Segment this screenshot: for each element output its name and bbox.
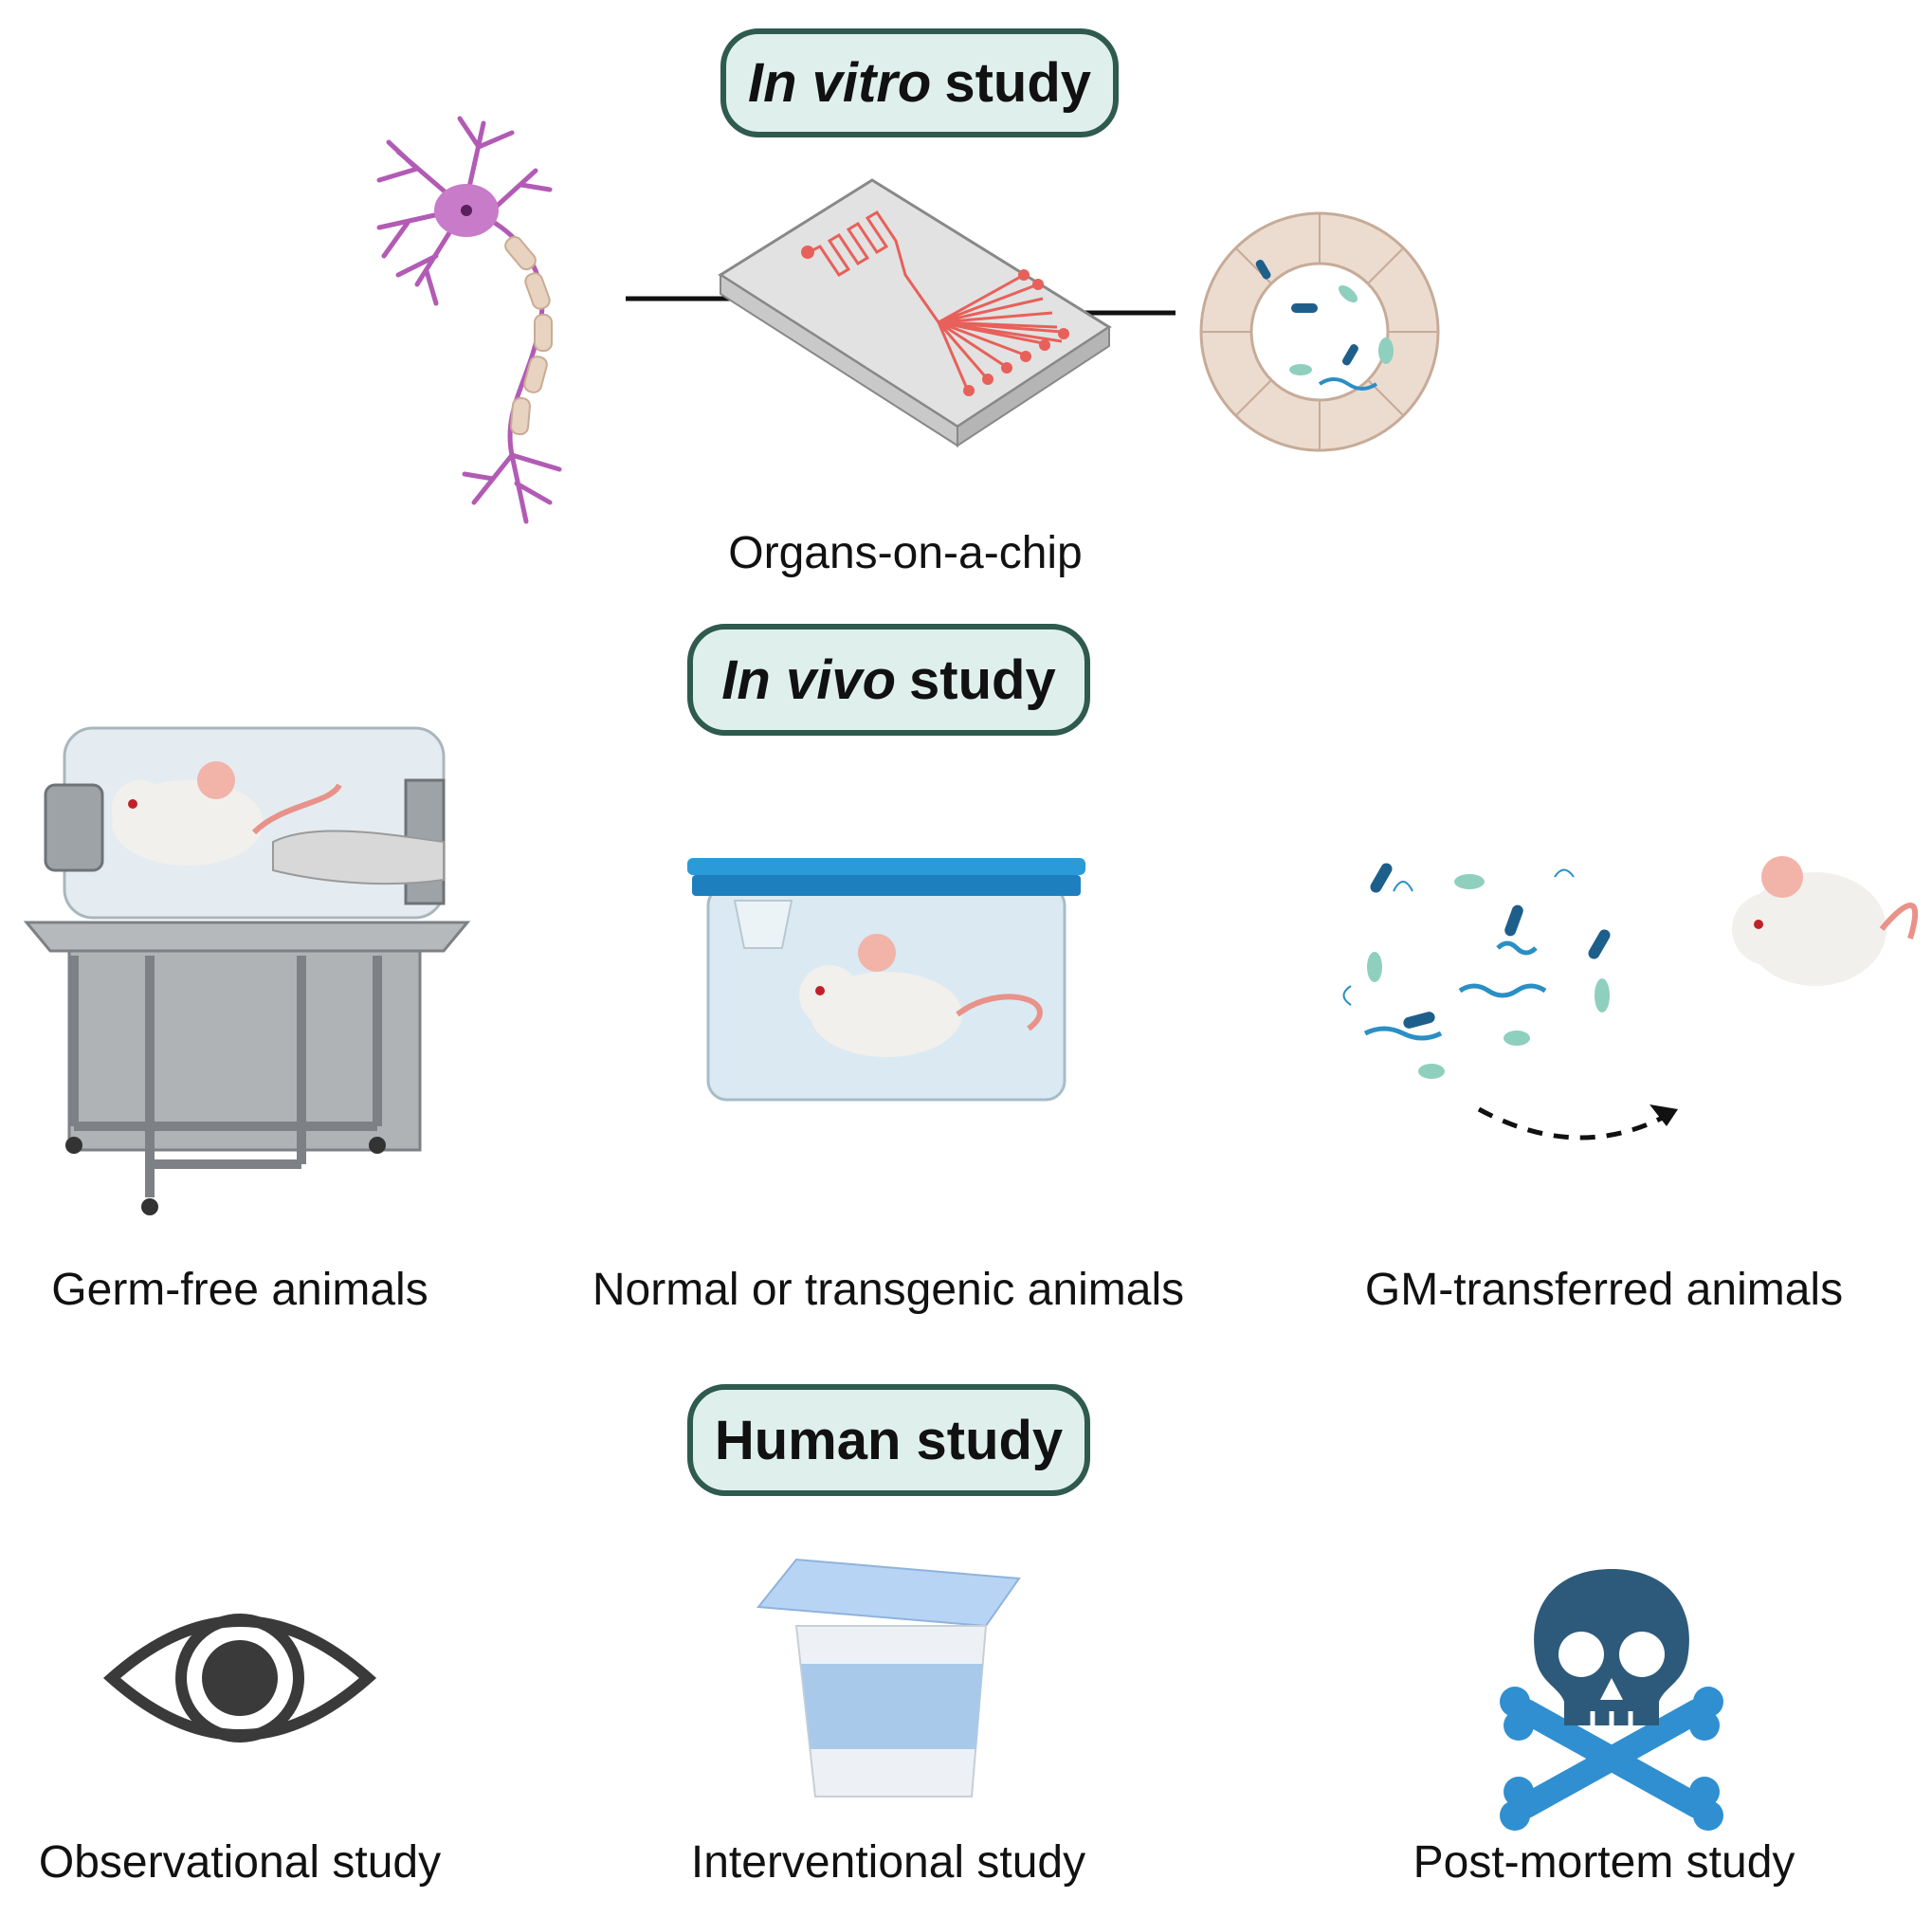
germ-free-caption: Germ-free animals bbox=[51, 1265, 428, 1315]
in-vitro-heading: In vitro study bbox=[720, 28, 1119, 137]
human-heading-text: Human study bbox=[714, 1409, 1064, 1471]
eye-icon bbox=[102, 1614, 377, 1743]
isolator-icon bbox=[23, 726, 471, 1215]
neuron-icon bbox=[376, 116, 562, 524]
in-vitro-italic: In vitro bbox=[747, 52, 932, 114]
bacteria-transfer-icon bbox=[1342, 856, 1919, 1140]
mouse-cage-icon bbox=[687, 858, 1085, 1102]
interventional-caption: Interventional study bbox=[690, 1837, 1086, 1888]
organ-chip-icon bbox=[718, 178, 1112, 447]
gut-section-icon bbox=[1199, 211, 1440, 452]
normal-transgenic-caption: Normal or transgenic animals bbox=[592, 1265, 1185, 1315]
post-mortem-caption: Post-mortem study bbox=[1413, 1837, 1795, 1888]
human-heading: Human study bbox=[687, 1384, 1090, 1496]
gm-transferred-caption: GM-transferred animals bbox=[1364, 1265, 1844, 1315]
in-vivo-rest: study bbox=[909, 648, 1056, 711]
skull-crossbones-icon bbox=[1500, 1569, 1723, 1831]
in-vivo-heading: In vivo study bbox=[687, 624, 1090, 736]
yogurt-cup-icon bbox=[756, 1558, 1021, 1797]
organs-on-chip-caption: Organs-on-a-chip bbox=[728, 528, 1083, 578]
in-vitro-rest: study bbox=[944, 52, 1092, 114]
observational-caption: Observational study bbox=[38, 1837, 442, 1888]
in-vivo-italic: In vivo bbox=[721, 648, 897, 711]
